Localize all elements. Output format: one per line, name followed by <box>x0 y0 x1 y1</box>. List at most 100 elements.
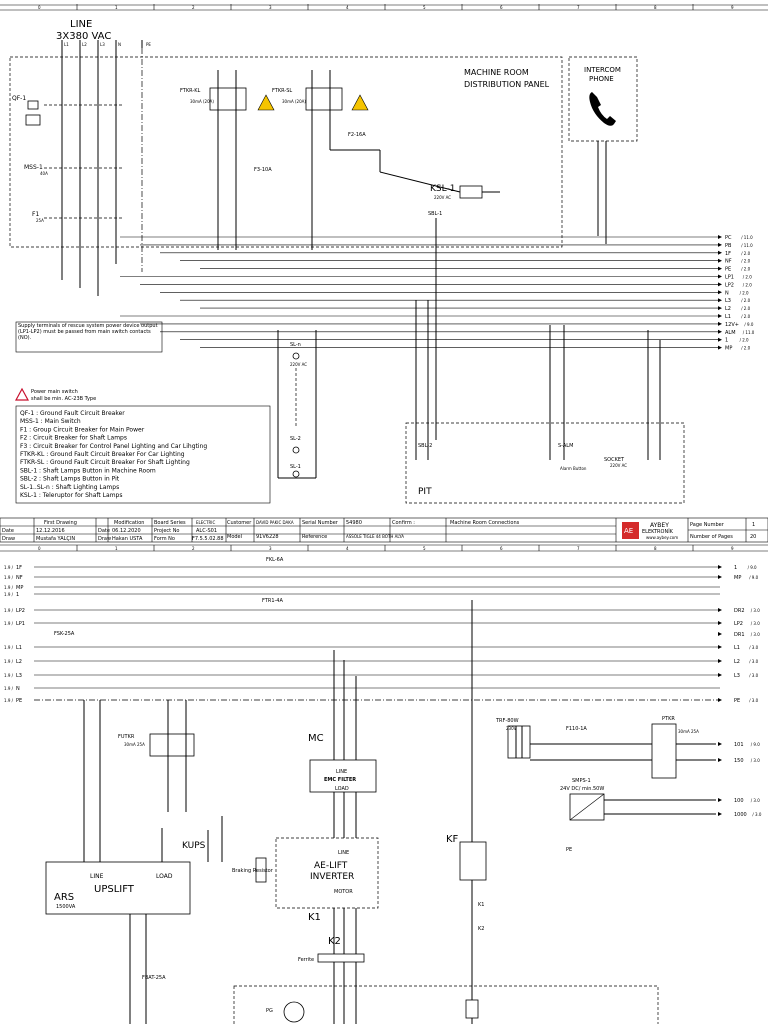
tb-date1: 12.12.2016 <box>36 528 65 534</box>
intercom-phone-label: PHONE <box>589 75 614 83</box>
intercom-phone: INTERCOM PHONE <box>568 56 638 244</box>
output-terminal-ref: / 2.0 <box>741 267 750 272</box>
ftr1-label: FTR1-4A <box>262 598 283 604</box>
fsk-label: FSK-25A <box>54 631 75 637</box>
input-terminal-ref: 1.9 / <box>4 645 14 650</box>
tb-model: Model <box>227 534 242 540</box>
arrow-right-icon <box>718 298 722 303</box>
grid-number: 2 <box>192 5 195 10</box>
emc-line: LINE <box>336 769 347 775</box>
futkr-label: FUTKR <box>118 734 135 740</box>
tb-customer: Customer <box>227 520 252 526</box>
warning-icon <box>351 94 369 111</box>
socket-voltage: 220V AC <box>610 463 627 468</box>
grid-number: 9 <box>731 5 734 10</box>
supply-note: Supply terminals of rescue system power … <box>18 323 158 341</box>
output-terminal-ref: / 2.0 <box>741 346 750 351</box>
tb-serial-val: 54980 <box>346 520 362 526</box>
input-terminal-label: L3 <box>16 673 22 679</box>
grid-number: 0 <box>38 546 41 551</box>
ferrite-core <box>317 953 365 963</box>
input-terminal-label: 1F <box>16 565 22 571</box>
arrow-right-icon <box>718 345 722 350</box>
k1-label: K1 <box>308 912 321 923</box>
output-terminal-ref: / 3.0 <box>751 621 760 626</box>
input-terminal-ref: 1.9 / <box>4 592 14 597</box>
panel-title-line1: MACHINE ROOM <box>464 68 529 77</box>
title-block <box>0 517 768 543</box>
ksl1-label: KSL-1 <box>430 184 455 194</box>
smps-label: SMPS-1 <box>572 778 591 784</box>
output-terminal-label: 1F <box>725 251 731 257</box>
arrow-right-icon <box>718 758 722 762</box>
tb-first-drawing: First Drawing <box>44 520 77 526</box>
output-terminal-ref: / 2.0 <box>743 282 752 287</box>
grid-number: 4 <box>346 546 349 551</box>
input-terminal-ref: 1.9 / <box>4 608 14 613</box>
emc-label: EMC FILTER <box>324 777 356 783</box>
mc-label: MC <box>308 733 324 744</box>
kf-relay <box>459 841 487 881</box>
input-terminal-ref: 1.9 / <box>4 621 14 626</box>
supply-header: LINE 3X380 VAC L1 L2 L3 N PE <box>56 19 151 48</box>
legend-entry: F1 : Group Circuit Breaker for Main Powe… <box>20 426 145 433</box>
logo-line1: AYBEY <box>650 522 669 529</box>
input-terminal-ref: 1.9 / <box>4 686 14 691</box>
logo-line2: ELEKTRONİK <box>642 528 674 535</box>
arrow-right-icon <box>718 659 722 663</box>
arrow-right-icon <box>718 812 722 816</box>
tb-pages-val: 20 <box>750 534 756 540</box>
emc-filter <box>309 759 377 793</box>
output-terminal-label: ALM <box>725 330 736 336</box>
output-terminal-ref: / 3.0 <box>749 673 758 678</box>
arrow-right-icon <box>718 575 722 579</box>
f3-label: F3-10A <box>254 167 272 173</box>
output-terminal-label: L1 <box>734 645 740 651</box>
f110-label: F110-1A <box>566 726 587 732</box>
motor-label: MOTOR <box>334 889 353 895</box>
warning-icon <box>257 94 275 111</box>
tb-board-series-val: ELECTRIC <box>196 520 215 525</box>
tb-confirm: Confirm : <box>392 520 415 526</box>
grid-number: 3 <box>269 546 272 551</box>
output-terminal-ref: / 3.0 <box>751 758 760 763</box>
ptkr-breaker <box>651 723 677 779</box>
alarm-button-label: Alarm Button <box>560 466 587 471</box>
grid-number: 2 <box>192 546 195 551</box>
arrow-right-icon <box>718 565 722 569</box>
output-terminal-label: LP2 <box>734 621 743 627</box>
sln-label: SL-n <box>290 342 301 348</box>
arrow-right-icon <box>718 290 722 295</box>
input-terminal-label: LP1 <box>16 621 25 627</box>
arrow-right-icon <box>718 621 722 625</box>
ars-label: ARS <box>54 892 74 903</box>
sbl2-label: SBL-2 <box>418 443 432 449</box>
intercom-label: INTERCOM <box>584 66 621 74</box>
output-terminal-ref: / 11.0 <box>741 235 753 240</box>
legend-entry: F3 : Circuit Breaker for Control Panel L… <box>20 443 207 450</box>
output-terminal-label: N <box>725 290 729 296</box>
kf-label: KF <box>446 834 459 845</box>
pit-label: PIT <box>418 487 432 497</box>
output-terminal-label: L3 <box>725 298 731 304</box>
output-terminal-ref: / 11.0 <box>743 330 755 335</box>
arrow-right-icon <box>718 242 722 247</box>
upslift-label: UPSLIFT <box>94 884 135 895</box>
arrow-right-icon <box>718 673 722 677</box>
output-terminal-ref: / 3.0 <box>751 798 760 803</box>
output-terminal-label: DR2 <box>734 608 745 614</box>
tb-reference: Reference <box>302 534 327 540</box>
tb-date2: 06.12.2020 <box>112 528 141 534</box>
ferrite-label: Ferrite <box>298 957 314 963</box>
tb-form-no: Form No <box>154 536 175 542</box>
arrow-right-icon <box>718 632 722 636</box>
warning-note-icon <box>14 387 30 401</box>
aybey-logo: AE AYBEY ELEKTRONİK www.aybey.com <box>622 522 678 540</box>
grid-number: 4 <box>346 5 349 10</box>
arrow-right-icon <box>718 608 722 612</box>
input-terminal-label: N <box>16 686 20 692</box>
grid-number: 5 <box>423 5 426 10</box>
output-terminal-ref: / 3.0 <box>751 608 760 613</box>
input-terminal-ref: 1.9 / <box>4 673 14 678</box>
